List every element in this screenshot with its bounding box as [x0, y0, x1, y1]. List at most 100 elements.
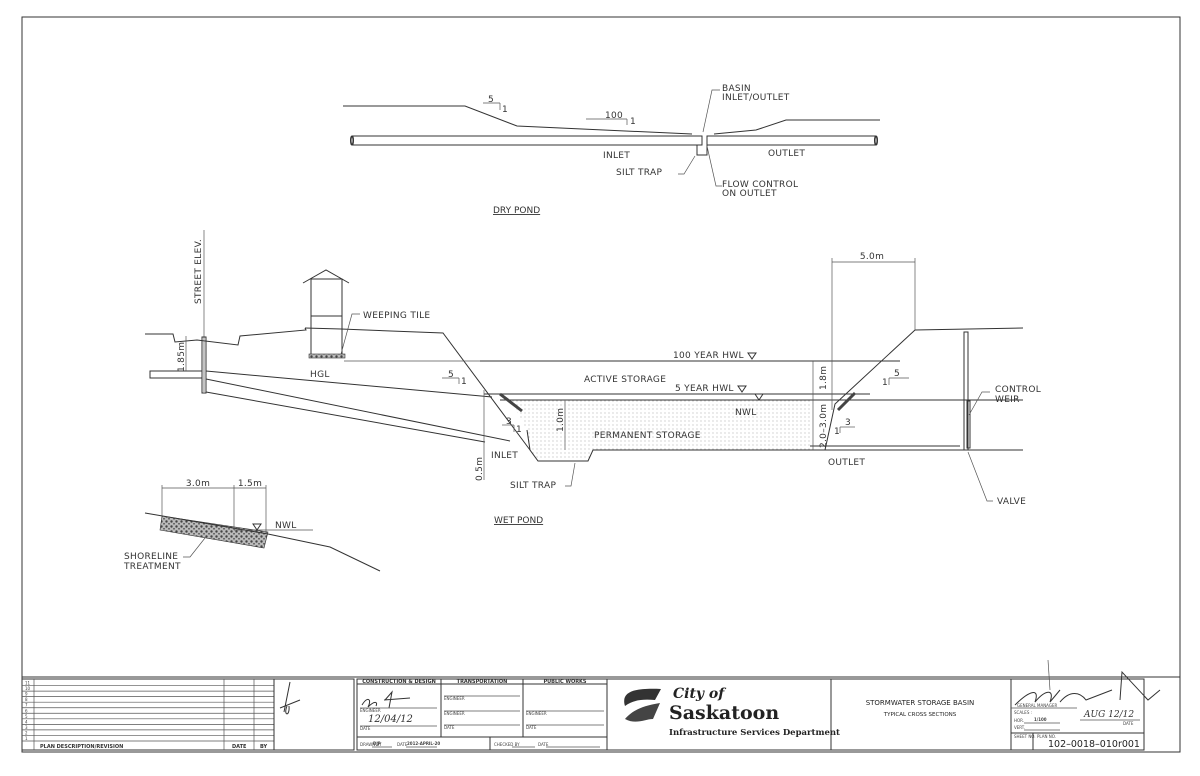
wet-pond-section: STREET ELEV. 1.85m WEEPING TILE HGL 100 …: [145, 230, 1041, 526]
svg-text:DATE: DATE: [397, 742, 408, 747]
slope-left-lower-run: 3: [506, 417, 512, 427]
hwl-100-label: 100 YEAR HWL: [673, 351, 744, 361]
slope-right-upper-run: 5: [894, 369, 900, 379]
revision-row-number: 8: [25, 697, 28, 702]
wet-outlet-label: OUTLET: [828, 458, 865, 468]
svg-text:ENGINEER: ENGINEER: [526, 711, 547, 716]
dry-pond-ground-left: [343, 105, 693, 135]
svg-text:ENGINEER: ENGINEER: [360, 708, 381, 713]
permanent-storage-label: PERMANENT STORAGE: [594, 431, 701, 441]
street-elev-label: STREET ELEV.: [194, 239, 204, 304]
sheet-border: [21, 16, 1181, 753]
nwl-label: NWL: [735, 408, 757, 418]
svg-text:DATE: DATE: [526, 725, 537, 730]
riprap-left: [499, 392, 523, 413]
sheet-info-block: GENERAL MANAGER SCALES : HOR. 1/100 VERT…: [1010, 659, 1161, 751]
ground-left: [340, 328, 531, 451]
drawn-date-value: 2012-APRIL-20: [407, 741, 440, 746]
construction-design-header: CONSTRUCTION & DESIGN: [362, 679, 436, 685]
control-weir-label-1: CONTROL: [995, 385, 1041, 395]
dry-flow-control-label-1: FLOW CONTROL: [722, 180, 798, 190]
svg-text:GENERAL MANAGER: GENERAL MANAGER: [1017, 703, 1057, 708]
city-of-saskatoon-logo: City of Saskatoon Infrastructure Service…: [606, 678, 840, 751]
dim-0-5m: 0.5m: [475, 457, 485, 481]
house: [310, 278, 343, 357]
active-storage-label: ACTIVE STORAGE: [584, 375, 666, 385]
svg-text:DATE: DATE: [538, 742, 549, 747]
dry-slope2-rise: 1: [630, 117, 636, 127]
revision-row-number: 9: [25, 692, 28, 697]
drawing-title-line-1: STORMWATER STORAGE BASIN: [866, 699, 975, 707]
gm-signed-date: AUG 12/12: [1083, 710, 1134, 720]
dry-inlet-label: INLET: [603, 151, 630, 161]
dry-pond-inlet-pipe: [351, 135, 703, 146]
engineer-signature: [361, 690, 411, 709]
dry-basin-label-2: INLET/OUTLET: [722, 93, 790, 103]
dry-slope2-run: 100: [605, 111, 623, 121]
svg-text:ENGINEER: ENGINEER: [444, 711, 465, 716]
logo-mark-bottom: [625, 703, 660, 722]
dry-pond-outlet-pipe: [706, 135, 877, 146]
public-works-header: PUBLIC WORKS: [543, 679, 586, 685]
dry-silt-trap-label: SILT TRAP: [616, 168, 662, 178]
svg-text:SCALES :: SCALES :: [1014, 710, 1032, 715]
riprap-right: [836, 391, 857, 412]
dim-5-0m: 5.0m: [860, 252, 884, 262]
revision-date-header: DATE: [232, 744, 247, 750]
revision-row-number: 10: [25, 686, 31, 691]
svg-text:VERT.: VERT.: [1014, 725, 1025, 730]
slope-left-lower-rise: 1: [516, 425, 522, 435]
shoreline-nwl-label: NWL: [275, 521, 297, 531]
revision-by-header: BY: [260, 744, 268, 750]
dry-flow-control-label-2: ON OUTLET: [722, 189, 777, 199]
shoreline-label-1: SHORELINE: [124, 552, 178, 562]
shoreline-label-2: TREATMENT: [123, 562, 181, 572]
scale-hor-value: 1/100: [1034, 717, 1047, 722]
svg-text:DATE: DATE: [444, 725, 455, 730]
svg-text:ENGINEER: ENGINEER: [444, 696, 465, 701]
dry-outlet-label: OUTLET: [768, 149, 805, 159]
logo-line-2: Saskatoon: [669, 702, 779, 724]
slope-left-upper-run: 5: [448, 370, 454, 380]
shoreline-riprap: [159, 515, 269, 549]
shoreline-detail: NWL 3.0m 1.5m SHORELINE TREATMENT: [123, 479, 381, 572]
engineer-signed-date: 12/04/12: [368, 714, 413, 725]
wet-inlet-label: INLET: [491, 451, 518, 461]
revision-row-number: 7: [25, 703, 28, 708]
revision-row-number: 3: [25, 725, 28, 730]
revision-row-number: 4: [25, 719, 28, 724]
transportation-header: TRANSPORTATION: [457, 679, 508, 685]
drawing-title-line-2: TYPICAL CROSS SECTIONS: [883, 712, 957, 718]
weeping-tile-label: WEEPING TILE: [363, 311, 430, 321]
general-manager-signature: [1014, 670, 1161, 706]
revision-row-number: 2: [25, 730, 28, 735]
weeping-tile: [308, 353, 346, 359]
initials-signature: [279, 681, 301, 715]
drawn-by-value: DJP: [373, 741, 381, 746]
hgl-label: HGL: [310, 370, 330, 380]
dry-slope1-run: 5: [488, 95, 494, 105]
logo-mark-top: [624, 688, 661, 706]
dry-basin-label-1: BASIN: [722, 84, 751, 94]
revision-row-number: 6: [25, 708, 28, 713]
svg-text:CHECKED BY: CHECKED BY: [494, 742, 520, 747]
ground-right: [824, 327, 1024, 451]
svg-text:HOR.: HOR.: [1014, 718, 1024, 723]
svg-text:PLAN NO.: PLAN NO.: [1037, 734, 1056, 739]
logo-line-1: City of: [673, 686, 727, 702]
slope-right-upper-rise: 1: [882, 378, 888, 388]
valve-label: VALVE: [997, 497, 1026, 507]
dry-pond-title: DRY POND: [493, 206, 540, 216]
wet-silt-trap-label: SILT TRAP: [510, 481, 556, 491]
slope-right-lower-run: 3: [845, 418, 851, 428]
dim-2-0-3-0m: 2.0–3.0m: [819, 404, 829, 448]
revision-row-number: 5: [25, 714, 28, 719]
logo-line-3: Infrastructure Services Department: [669, 728, 840, 738]
approvals-block: CONSTRUCTION & DESIGN TRANSPORTATION PUB…: [356, 678, 608, 751]
svg-text:DATE: DATE: [1123, 721, 1134, 726]
dry-pond-ground-right: [713, 119, 880, 135]
dry-pond-section: 5 1 100 1 BASIN INLET/OUTLET INLET OUTLE…: [343, 84, 880, 216]
slope-left-upper-rise: 1: [461, 377, 467, 387]
shoreline-dim-3-0m: 3.0m: [186, 479, 210, 489]
